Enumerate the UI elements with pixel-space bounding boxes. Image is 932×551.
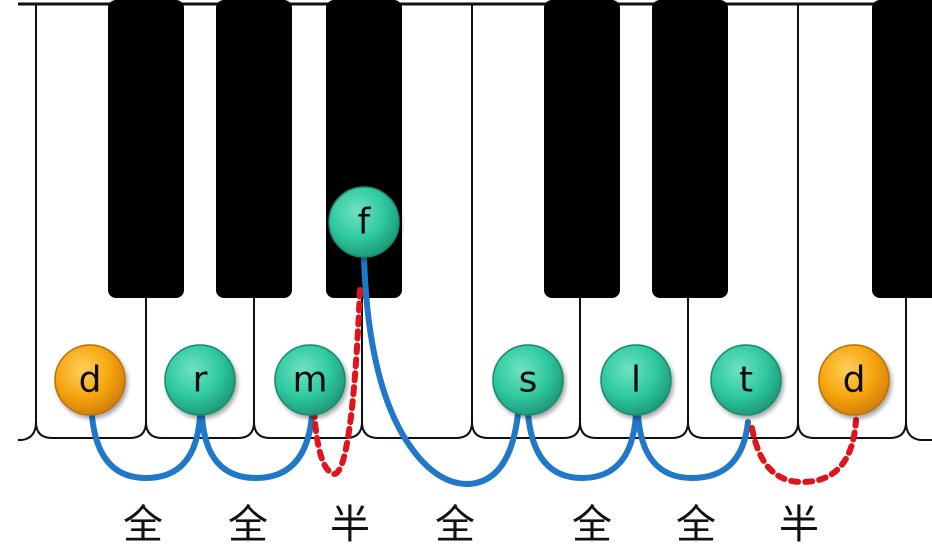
note-circle <box>54 344 126 416</box>
note-circle <box>600 344 672 416</box>
note-la: l <box>600 344 672 416</box>
note-circle <box>328 186 400 258</box>
note-circle <box>818 344 890 416</box>
note-so: s <box>492 344 564 416</box>
note-re: r <box>164 344 236 416</box>
whole-step-arc <box>361 255 521 488</box>
piano-keyboard <box>18 0 932 441</box>
note-label: r <box>193 360 208 401</box>
half-step-arc <box>311 287 363 478</box>
whole-step-arc <box>635 411 751 482</box>
step-label: 全 <box>572 502 612 548</box>
note-ti: t <box>710 344 782 416</box>
step-label: 半 <box>330 502 370 548</box>
note-do-high: d <box>818 344 890 416</box>
step-label: 全 <box>228 502 268 548</box>
step-label: 半 <box>779 502 819 548</box>
whole-step-arc <box>89 413 203 482</box>
step-labels: 全 全 半 全 全 全 半 <box>123 502 819 548</box>
note-label: m <box>292 360 327 401</box>
note-fa: f <box>328 186 400 258</box>
note-circle <box>274 344 346 416</box>
note-label: f <box>358 202 372 243</box>
note-label: d <box>843 360 866 401</box>
step-label: 全 <box>123 502 163 548</box>
whole-step-arc <box>199 413 315 482</box>
step-arcs <box>89 255 859 488</box>
half-step-arc <box>749 417 859 486</box>
note-label: d <box>79 360 102 401</box>
note-label: t <box>739 360 753 401</box>
white-key <box>18 4 37 441</box>
black-key <box>216 0 292 298</box>
note-markers: d r m f s l t d <box>54 186 890 416</box>
whole-step-arc <box>525 411 639 482</box>
note-circle <box>492 344 564 416</box>
note-label: s <box>519 360 538 401</box>
note-label: l <box>631 360 641 401</box>
note-circle <box>164 344 236 416</box>
note-mi: m <box>274 344 346 416</box>
note-do: d <box>54 344 126 416</box>
step-label: 全 <box>435 502 475 548</box>
black-key <box>544 0 620 298</box>
black-key <box>872 0 932 298</box>
black-key <box>652 0 728 298</box>
note-circle <box>710 344 782 416</box>
black-keys <box>108 0 932 298</box>
step-label: 全 <box>676 502 716 548</box>
black-key <box>108 0 184 298</box>
